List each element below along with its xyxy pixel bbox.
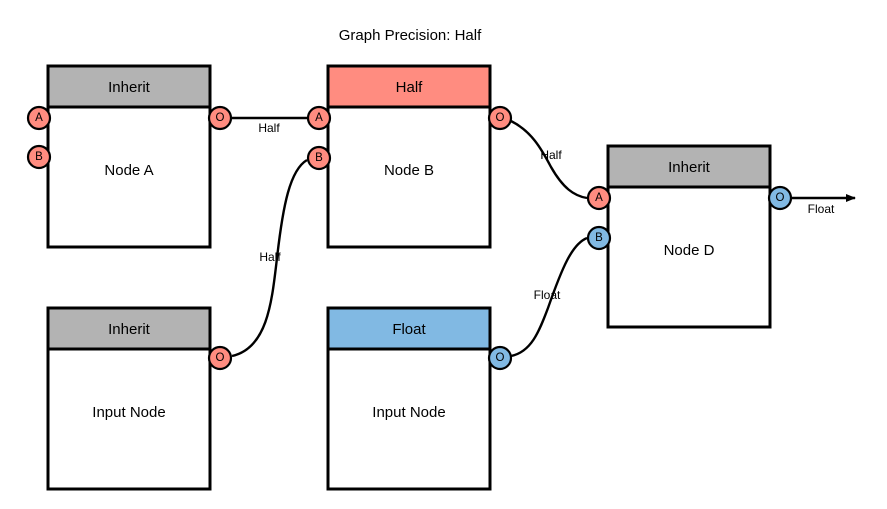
port-label: O <box>496 112 505 124</box>
port-circle[interactable] <box>767 185 793 211</box>
node-port-outputs-o-icon[interactable]: O <box>767 185 793 211</box>
output-arrow-label: Float <box>808 202 835 216</box>
node-header-label: Float <box>392 321 426 338</box>
node-header-label: Inherit <box>668 159 711 176</box>
port-circle[interactable] <box>207 105 233 131</box>
node-header-label: Inherit <box>108 321 151 338</box>
node-port-inputs-a-icon[interactable]: A <box>586 185 612 211</box>
edge-label: Half <box>259 250 281 264</box>
port-label: O <box>776 192 785 204</box>
node-title-label: Node A <box>104 162 153 179</box>
port-label: A <box>315 112 323 124</box>
node-port-outputs-o-icon[interactable]: O <box>487 345 513 371</box>
port-circle[interactable] <box>586 225 612 251</box>
port-label: A <box>595 192 603 204</box>
node-header-label: Inherit <box>108 79 151 96</box>
node-title-label: Node B <box>384 162 434 179</box>
node-header-bar[interactable] <box>326 306 492 351</box>
port-circle[interactable] <box>306 105 332 131</box>
graph-output-arrow: Float <box>792 194 856 216</box>
port-circle[interactable] <box>207 345 233 371</box>
graph-edge[interactable]: Float <box>510 236 588 358</box>
edge-label: Float <box>534 288 561 302</box>
node-port-outputs-o-icon[interactable]: O <box>207 345 233 371</box>
port-label: B <box>315 152 323 164</box>
node-port-inputs-b-icon[interactable]: B <box>306 145 332 171</box>
graph-edge[interactable]: Half <box>231 158 308 358</box>
port-label: O <box>216 352 225 364</box>
node-header-bar[interactable] <box>326 64 492 109</box>
port-label: B <box>595 232 603 244</box>
edge-label: Half <box>258 121 280 135</box>
node-port-outputs-o-icon[interactable]: O <box>207 105 233 131</box>
node-port-inputs-a-icon[interactable]: A <box>306 105 332 131</box>
port-label: A <box>35 112 43 124</box>
graph-title: Graph Precision: Half <box>339 27 482 44</box>
node-header-bar[interactable] <box>606 144 772 189</box>
node-port-inputs-a-icon[interactable]: A <box>26 105 52 131</box>
edge-label: Half <box>540 148 562 162</box>
graph-edge[interactable]: Half <box>232 116 307 135</box>
node-title-label: Input Node <box>92 404 165 421</box>
graph-output-layer: Float <box>792 194 856 216</box>
port-circle[interactable] <box>586 185 612 211</box>
graph-edge[interactable]: Half <box>510 119 588 200</box>
edge-path[interactable] <box>231 158 308 358</box>
edge-path[interactable] <box>510 119 588 200</box>
port-circle[interactable] <box>487 345 513 371</box>
node-header-label: Half <box>396 79 424 96</box>
port-circle[interactable] <box>487 105 513 131</box>
node-title-label: Input Node <box>372 404 445 421</box>
port-circle[interactable] <box>26 144 52 170</box>
node-header-bar[interactable] <box>46 306 212 351</box>
node-title-label: Node D <box>664 242 715 259</box>
port-circle[interactable] <box>306 145 332 171</box>
node-port-inputs-b-icon[interactable]: B <box>586 225 612 251</box>
node-header-bar[interactable] <box>46 64 212 109</box>
edge-path[interactable] <box>510 236 588 358</box>
node-port-outputs-o-icon[interactable]: O <box>487 105 513 131</box>
port-label: O <box>496 352 505 364</box>
port-circle[interactable] <box>26 105 52 131</box>
node-port-inputs-b-icon[interactable]: B <box>26 144 52 170</box>
port-label: B <box>35 151 43 163</box>
port-label: O <box>216 112 225 124</box>
